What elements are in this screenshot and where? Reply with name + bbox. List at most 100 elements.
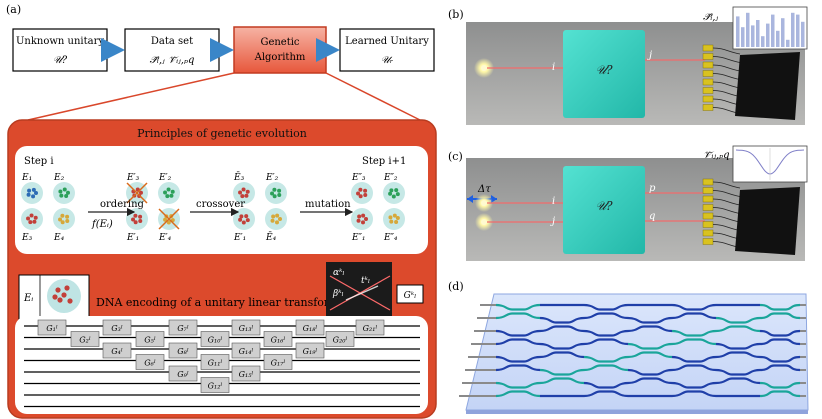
gene-dot: [356, 191, 361, 196]
waveguide-arm: [583, 312, 629, 320]
p-bar: [766, 23, 770, 47]
individual-label: E′₃: [126, 173, 140, 183]
gene-dot: [138, 219, 143, 224]
gate-label: G₂₀ˡ: [333, 336, 348, 345]
gate-label: G₂ˡ: [79, 336, 91, 345]
waveguide-arm: [627, 316, 673, 324]
input-j-label: j: [550, 216, 555, 227]
photon-source-core: [481, 219, 487, 225]
gate-label: G₁₆ˡ: [271, 336, 286, 345]
gene-dot: [31, 187, 36, 192]
waveguide-arm: [671, 355, 717, 363]
waveguide-arm: [759, 381, 801, 389]
gene-dot: [64, 193, 69, 198]
input-i-label: i: [552, 62, 555, 73]
gate-box: [200, 354, 230, 370]
waveguide-arm: [715, 377, 761, 385]
p-bar: [781, 18, 785, 47]
waveguide-arm: [671, 390, 717, 398]
chip-c: 𝒰? i j p q: [550, 166, 656, 254]
detector-array-b: [702, 44, 741, 114]
panel-d-label: (d): [448, 280, 464, 293]
gene-dot: [59, 193, 64, 198]
waveguide-arm: [495, 390, 541, 398]
gene-dot: [28, 220, 33, 225]
waveguide-arm: [627, 368, 673, 376]
waveguide-arm: [715, 351, 761, 359]
individual-label: E′₁: [233, 233, 246, 243]
flow-box-sub: 𝒰ᵣ: [381, 55, 394, 66]
gene-dot: [27, 188, 32, 193]
waveguide-arm: [759, 338, 801, 346]
beta-label: βᵏₗ: [332, 289, 344, 299]
waveguide-arm: [583, 381, 629, 389]
gene-dot: [138, 214, 143, 219]
waveguide-arm: [495, 312, 541, 320]
detector: [702, 229, 714, 237]
p-bar: [761, 36, 765, 47]
gene-dot: [238, 217, 243, 222]
individual-circle: [265, 182, 287, 204]
gate-box: [168, 365, 198, 382]
photon-source-core: [481, 200, 487, 206]
input-i-label: i: [552, 196, 555, 207]
waveguide-arm: [627, 325, 673, 333]
gene-dot: [138, 190, 143, 195]
p-plot-label: 𝒫̃ᵢ,ⱼ: [703, 12, 718, 23]
board-edge: [466, 410, 808, 414]
gene-dot: [33, 215, 38, 220]
p-bar: [801, 21, 805, 47]
gene-dot: [241, 187, 246, 192]
individual-circle: [265, 208, 287, 230]
panel-a-label: (a): [6, 3, 21, 16]
gene-dot: [270, 191, 275, 196]
individual-circle: [351, 208, 373, 230]
flow-box-unknown-unitary: Unknown unitary 𝒰?: [12, 28, 108, 72]
gene-dot: [272, 187, 277, 192]
waveguide-arm: [671, 312, 717, 320]
waveguide-arm: [539, 368, 585, 376]
gate-label: G₅ˡ: [144, 336, 156, 345]
detector: [702, 204, 714, 211]
p-bar: [791, 12, 795, 48]
ei-dots: [52, 285, 73, 304]
gate-box: [102, 319, 132, 336]
gate-label: G₃ˡ: [111, 324, 123, 333]
gene-dot: [389, 188, 394, 193]
gene-dot: [61, 292, 67, 298]
gate-label: G₄ˡ: [111, 347, 123, 356]
individual-circle: [53, 208, 75, 230]
waveguide-arm: [583, 390, 629, 398]
waveguide-arm: [583, 338, 629, 346]
individual-circle: [21, 208, 43, 230]
panel-b: (b) 𝒰? i j 𝒫̃ᵢ,ⱼ: [448, 6, 808, 125]
fiber: [712, 81, 741, 89]
gate-box: [135, 354, 165, 370]
gene-dot: [29, 213, 34, 218]
individual-label: E′₂: [265, 173, 279, 183]
gene-dot: [363, 193, 368, 198]
waveguide-arm: [583, 303, 629, 311]
flow-box-title: Learned Unitary: [345, 36, 429, 47]
gate-label: G₁₂ˡ: [208, 382, 223, 391]
step-right-label: Step i+1: [362, 156, 406, 167]
gene-dot: [26, 192, 31, 197]
gk-label: Gᵏₗ: [404, 291, 417, 301]
waveguide-arm: [539, 325, 585, 333]
waveguide-arm: [759, 355, 801, 363]
gate-box: [200, 331, 230, 347]
t-label: tᵏₗ: [361, 276, 370, 286]
waveguide-arm: [715, 325, 761, 333]
output-j-label: j: [647, 50, 652, 61]
individual-circle: [383, 208, 405, 230]
gene-dot: [394, 219, 399, 224]
gene-dot: [169, 193, 174, 198]
individual-label: E₁: [21, 173, 32, 183]
waveguide-arm: [715, 342, 761, 350]
alpha-label: αᵏₗ: [333, 268, 345, 278]
gate-box: [295, 319, 325, 336]
crossover-label: crossover: [196, 199, 245, 210]
gate-box: [263, 331, 293, 347]
